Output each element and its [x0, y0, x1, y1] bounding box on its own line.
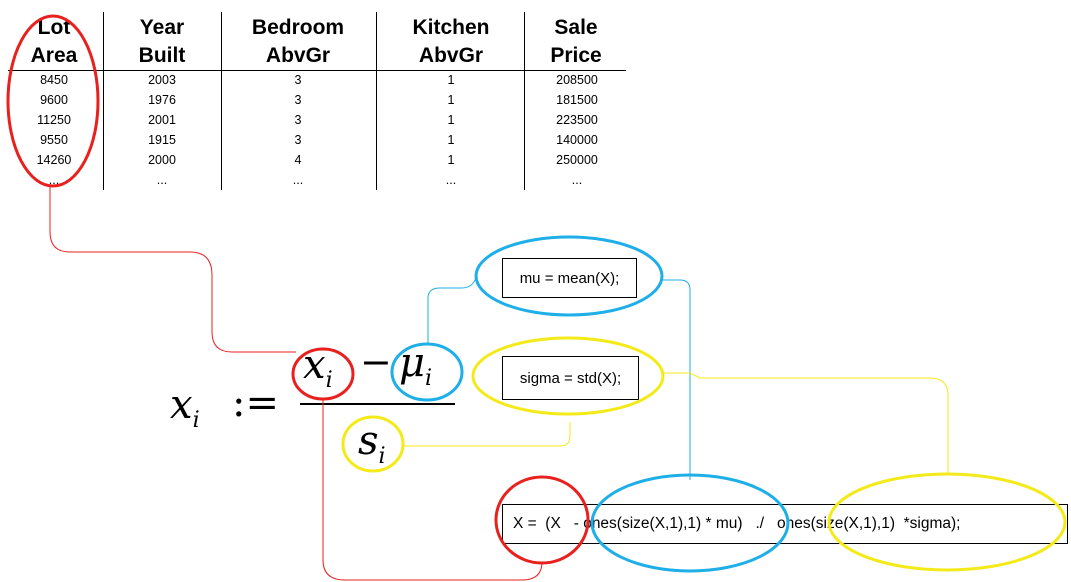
code-mu-box: mu = mean(X);: [502, 258, 637, 298]
red-ellipse-x-i: [291, 347, 355, 401]
table-cell: ...: [571, 173, 583, 187]
header-year-built: Year Built: [138, 16, 186, 67]
table-cell: 3: [294, 133, 302, 147]
formula-denominator-s: si: [358, 418, 386, 469]
table-cell: 3: [294, 113, 302, 127]
code-mu-text: mu = mean(X);: [519, 269, 620, 287]
blue-ellipse-mu-matrix: [590, 473, 790, 573]
table-cell: 14260: [36, 153, 72, 167]
yellow-ellipse-sigma-matrix: [827, 472, 1067, 572]
column-divider: [376, 12, 377, 190]
formula-lhs: xi: [170, 382, 200, 433]
table-cell: 2001: [148, 113, 176, 127]
table-cell: 2000: [148, 153, 176, 167]
blue-connector-mu-matrix: [660, 279, 691, 480]
column-divider: [103, 12, 104, 190]
table-cell: 1: [447, 153, 455, 167]
column-sale-price: 208500 181500 223500 140000 250000 ...: [532, 70, 622, 190]
red-ellipse-lot-area: [6, 14, 100, 188]
table-cell: 4: [294, 153, 302, 167]
yellow-connector-sigma: [664, 372, 949, 474]
column-lot-area: 8450 9600 11250 9550 14260 ...: [9, 70, 99, 190]
header-sale-price: Sale Price: [550, 16, 602, 67]
table-cell: ...: [445, 173, 457, 187]
header-lot-area: Lot Area: [30, 16, 78, 67]
column-divider: [221, 12, 222, 190]
yellow-ellipse-sigma-code: [471, 336, 665, 416]
table-cell: 1915: [148, 133, 176, 147]
red-connector-x-matrix: [322, 398, 543, 581]
red-connector-lot-area: [49, 186, 296, 353]
table-cell: 1: [447, 113, 455, 127]
table-cell: 1976: [148, 93, 176, 107]
table-cell: 8450: [40, 73, 68, 87]
table-cell: ...: [48, 173, 60, 187]
table-cell: 9550: [40, 133, 68, 147]
table-cell: 1: [447, 73, 455, 87]
column-bedroom-abvgr: 3 3 3 3 4 ...: [253, 70, 343, 190]
table-cell: 3: [294, 73, 302, 87]
table-cell: 1: [447, 93, 455, 107]
red-ellipse-x-matrix: [494, 475, 590, 565]
column-year-built: 2003 1976 2001 1915 2000 ...: [117, 70, 207, 190]
header-bedroom-abvgr: Bedroom AbvGr: [251, 16, 345, 67]
code-sigma-text: sigma = std(X);: [519, 369, 622, 387]
table-cell: ...: [292, 173, 304, 187]
yellow-connector-s: [403, 422, 571, 447]
formula-assign: :=: [232, 380, 279, 426]
yellow-ellipse-s-i: [341, 415, 405, 473]
table-cell: 2003: [148, 73, 176, 87]
table-cell: 223500: [556, 113, 598, 127]
code-sigma-box: sigma = std(X);: [502, 356, 639, 400]
formula-minus: −: [360, 340, 392, 384]
blue-connector-mu: [427, 277, 477, 344]
header-kitchen-abvgr: Kitchen AbvGr: [412, 16, 490, 67]
table-cell: 181500: [556, 93, 598, 107]
blue-ellipse-mu-code: [474, 235, 664, 317]
table-cell: 11250: [37, 113, 71, 127]
fraction-bar: [300, 403, 455, 405]
table-cell: 1: [447, 133, 455, 147]
code-main-text: X = (X - ones(size(X,1),1) * mu) ./ ones…: [513, 515, 961, 532]
table-cell: 250000: [556, 153, 598, 167]
table-cell: 140000: [556, 133, 598, 147]
header-divider: [8, 70, 626, 71]
table-cell: ...: [156, 173, 168, 187]
column-kitchen-abvgr: 1 1 1 1 1 ...: [406, 70, 496, 190]
table-cell: 9600: [40, 93, 68, 107]
table-cell: 3: [294, 93, 302, 107]
column-divider: [524, 12, 525, 190]
blue-ellipse-mu-i: [390, 342, 464, 402]
table-cell: 208500: [556, 73, 598, 87]
